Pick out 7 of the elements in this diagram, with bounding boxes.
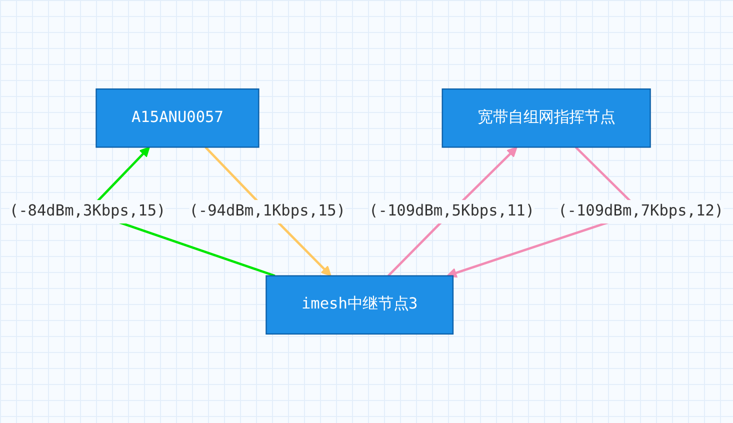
edge-label: (-84dBm,3Kbps,15) [9,202,166,220]
node-box: A15ANU0057 [96,88,260,148]
edge-label: (-94dBm,1Kbps,15) [189,202,346,220]
node-box: imesh中继节点3 [266,275,454,335]
edge-label: (-109dBm,7Kbps,12) [558,202,724,220]
node-box: 宽带自组网指挥节点 [442,88,651,148]
edge-label: (-109dBm,5Kbps,11) [369,202,535,220]
